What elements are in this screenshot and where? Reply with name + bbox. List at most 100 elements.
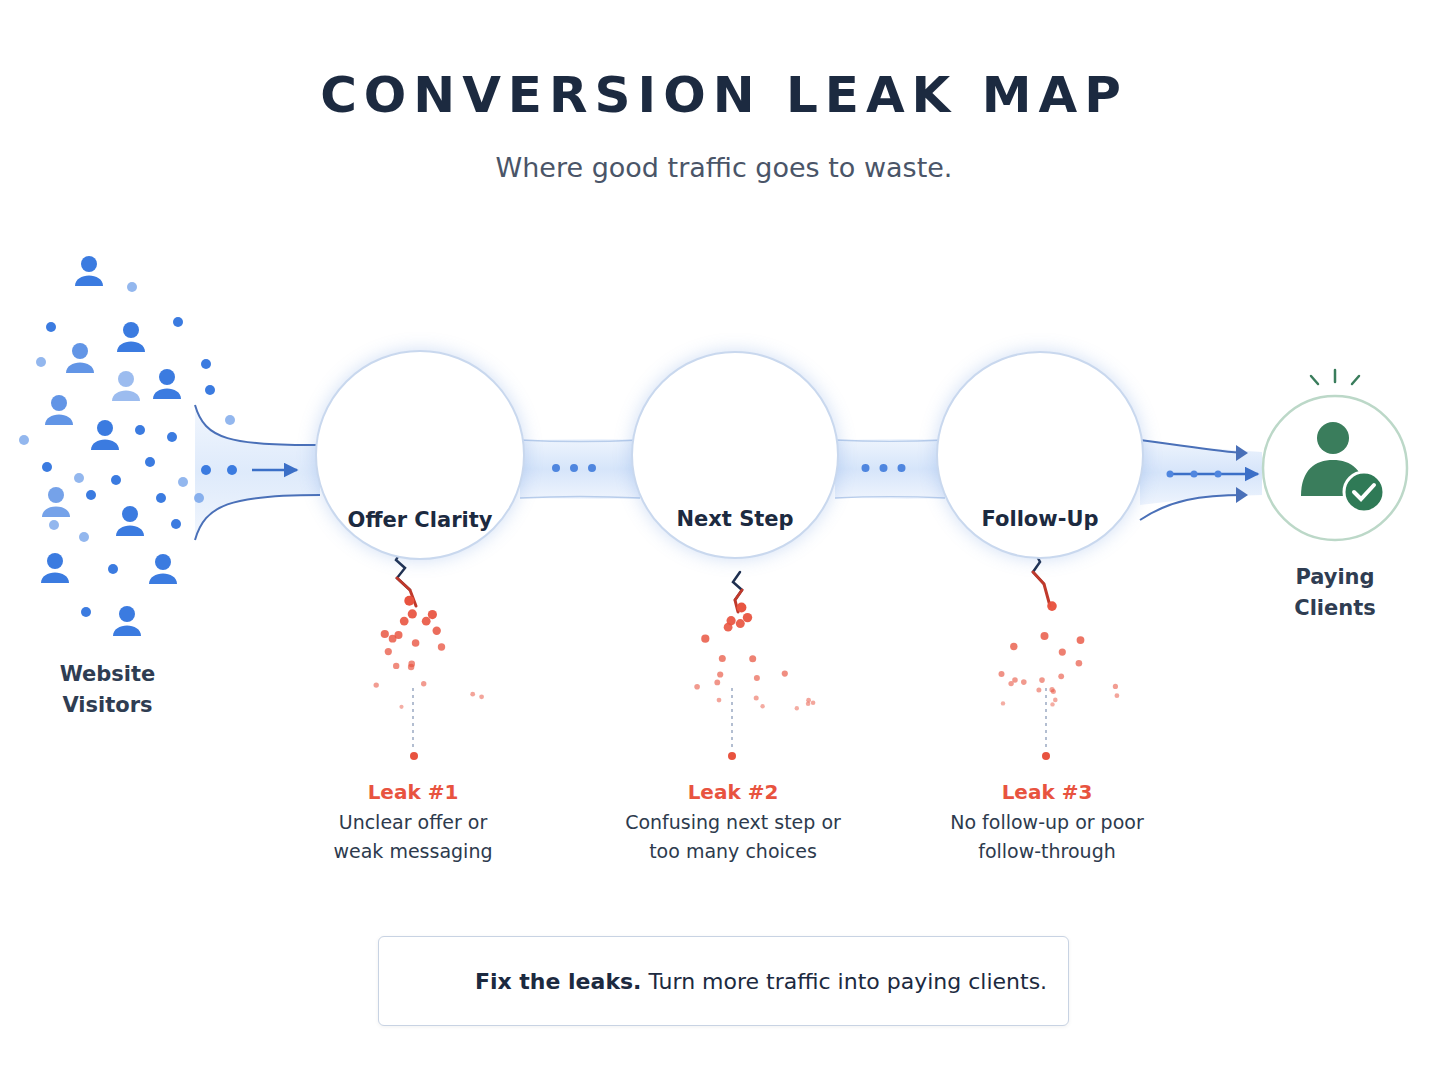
visitor-dot	[81, 607, 91, 617]
visitor-body	[41, 573, 69, 584]
leak-drop	[421, 681, 426, 686]
leak-drop	[1077, 636, 1085, 644]
leak-drop	[422, 617, 431, 626]
visitor-head	[118, 371, 134, 387]
visitor-group: Website Visitors	[20, 245, 195, 721]
visitor-head	[81, 256, 97, 272]
leak-drop	[395, 631, 403, 639]
visitor-head	[51, 395, 67, 411]
leak-drops	[374, 596, 1120, 711]
leak-drop	[760, 704, 764, 708]
flow-dot	[1191, 471, 1198, 478]
leak-drop	[428, 610, 437, 619]
leak-drop	[433, 627, 441, 635]
visitor-dot	[225, 415, 235, 425]
visitor-dot	[227, 465, 237, 475]
leak-drop	[727, 616, 736, 625]
leak-drop	[719, 655, 726, 662]
visitor-crowd	[19, 256, 237, 636]
visitor-icon	[91, 420, 119, 450]
flow-dots	[556, 464, 600, 472]
visitor-icon	[66, 343, 94, 373]
visitor-body	[91, 440, 119, 451]
leak-drop	[1051, 689, 1056, 694]
title: CONVERSION LEAK MAP	[0, 66, 1448, 124]
leak-drop	[400, 617, 409, 626]
leak-drop	[1001, 701, 1005, 705]
visitor-dot	[145, 457, 155, 467]
leak-drop	[470, 692, 475, 697]
leak-drop	[393, 663, 399, 669]
goal-node: Paying Clients	[1262, 396, 1408, 624]
visitor-dot	[36, 357, 46, 367]
leak-drop	[737, 603, 747, 613]
leak-drop	[743, 613, 752, 622]
leak-drop	[1050, 702, 1054, 706]
leak-callout: Leak #1 Unclear offer or weak messaging	[313, 780, 513, 866]
visitor-dot	[42, 462, 52, 472]
visitor-body	[42, 507, 70, 518]
visitor-head	[122, 506, 138, 522]
leak-drop	[1010, 643, 1017, 650]
visitor-body	[112, 391, 140, 402]
visitor-body	[75, 276, 103, 287]
visitor-icon	[45, 395, 73, 425]
leak-drop	[1053, 698, 1058, 703]
leak-drop	[1058, 673, 1064, 679]
stage-circle: Offer Clarity	[315, 350, 525, 560]
leak-description: No follow-up or poor follow-through	[932, 808, 1162, 866]
visitor-dot	[173, 317, 183, 327]
leak-description: Unclear offer or weak messaging	[313, 808, 513, 866]
stage-label: Offer Clarity	[348, 508, 493, 532]
leak-drop	[806, 698, 811, 703]
leak-drop	[1047, 601, 1057, 611]
leak-drop	[714, 680, 720, 686]
visitor-icon	[116, 506, 144, 536]
leak-number: Leak #1	[313, 780, 513, 804]
visitor-head	[123, 322, 139, 338]
leak-drop	[736, 619, 745, 628]
visitor-dot	[178, 477, 188, 487]
visitor-icon	[113, 606, 141, 636]
visitor-icon	[75, 256, 103, 286]
leak-drop	[1039, 677, 1045, 683]
leak-drop	[717, 698, 722, 703]
visitor-dot	[74, 473, 84, 483]
flow-dot	[1167, 471, 1174, 478]
leak-drop	[1021, 679, 1027, 685]
visitor-dot	[79, 532, 89, 542]
leak-drop	[1076, 660, 1083, 667]
leak-drop	[754, 696, 759, 701]
visitor-dot	[19, 435, 29, 445]
visitor-body	[153, 389, 181, 400]
leak-drop	[408, 609, 417, 618]
visitor-icon	[149, 554, 177, 584]
leak-drop	[811, 700, 816, 705]
leak-drop	[1041, 632, 1049, 640]
caption: Where good traffic goes to waste.	[0, 152, 1448, 183]
leak-drop	[1036, 687, 1041, 692]
leader-lines	[413, 688, 1046, 748]
visitor-dot	[201, 359, 211, 369]
leak-drop	[374, 682, 379, 687]
leak-drop	[701, 635, 709, 643]
leak-callout: Leak #2Confusing next step or too many c…	[618, 780, 848, 866]
stage-label: Website Visitors	[20, 659, 195, 721]
flow-dot	[1215, 471, 1222, 478]
leak-drop	[754, 675, 760, 681]
leak-drop	[479, 694, 484, 699]
visitor-icon	[42, 487, 70, 517]
visitor-icon	[41, 553, 69, 583]
visitor-icon	[112, 371, 140, 401]
leak-drop	[795, 706, 799, 710]
visitor-dot	[201, 465, 211, 475]
leak-drop	[438, 643, 445, 650]
leak-number: Leak #3	[932, 780, 1162, 804]
flow-arrow	[1170, 473, 1258, 476]
visitor-dot	[135, 425, 145, 435]
stage-circle: Next Step	[631, 351, 839, 559]
flow-arrow	[252, 469, 297, 472]
stage-label: Paying Clients	[1262, 562, 1408, 624]
visitor-dot	[156, 493, 166, 503]
leak-drop	[408, 661, 415, 668]
